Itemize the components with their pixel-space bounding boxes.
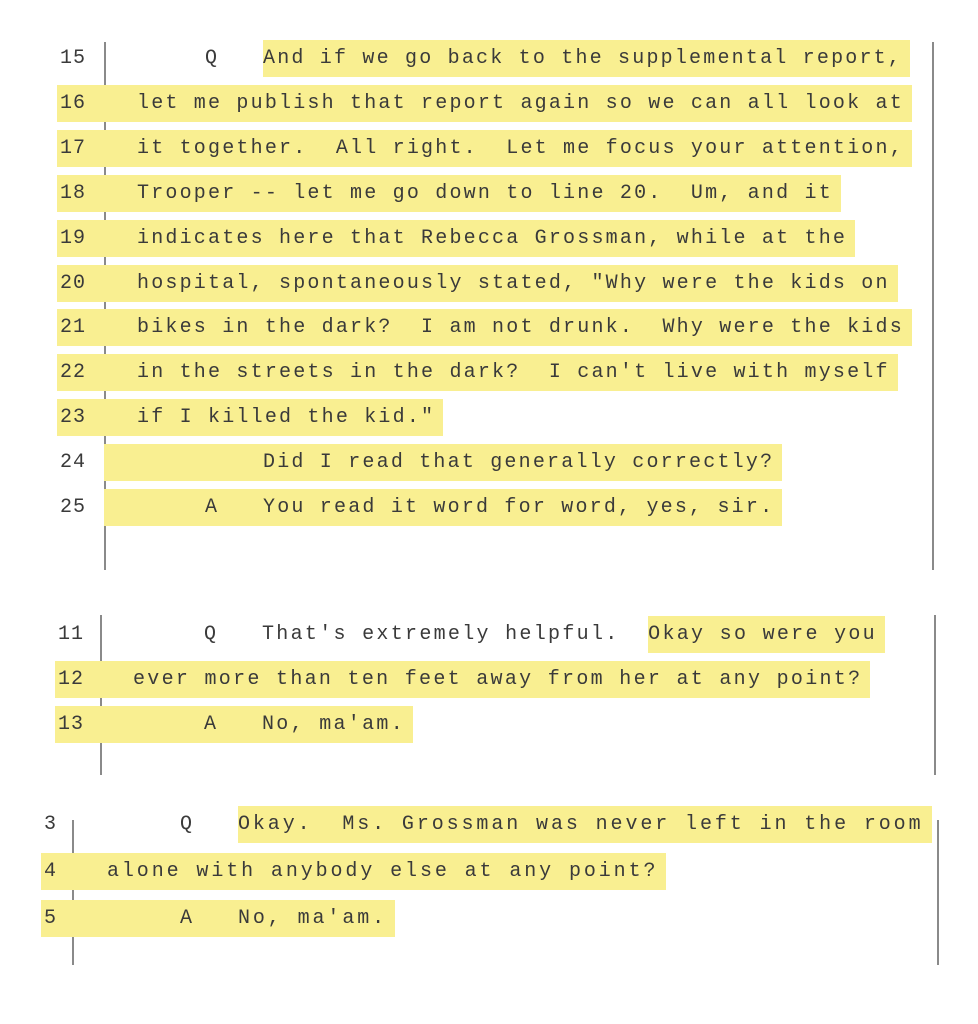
transcript-line: 13 A No, ma'am. — [55, 706, 414, 743]
line-content: indicates here that Rebecca Grossman, wh… — [104, 220, 855, 257]
question-marker: Q — [180, 813, 195, 836]
line-number: 16 — [60, 91, 87, 115]
question-marker: Q — [204, 623, 219, 646]
line-text: No, ma'am. — [262, 713, 406, 736]
unhighlighted-text: That's extremely helpful. — [262, 623, 649, 646]
line-text: bikes in the dark? I am not drunk. Why w… — [137, 316, 904, 340]
line-number: 5 — [44, 907, 58, 930]
line-number: 3 — [44, 813, 58, 836]
line-number: 23 — [60, 406, 87, 430]
line-content: in the streets in the dark? I can't live… — [104, 354, 898, 391]
line-number: 17 — [60, 136, 87, 160]
highlighted-text: Okay so were you — [648, 616, 885, 653]
line-text: indicates here that Rebecca Grossman, wh… — [137, 226, 848, 250]
line-content: A No, ma'am. — [72, 900, 395, 937]
line-content: Did I read that generally correctly? — [104, 444, 783, 482]
line-content: it together. All right. Let me focus you… — [104, 130, 912, 167]
answer-marker: A — [204, 713, 219, 736]
line-number: 13 — [58, 713, 85, 736]
line-number: 25 — [60, 496, 87, 519]
question-marker: Q — [205, 47, 220, 70]
line-number: 20 — [60, 271, 87, 295]
line-content: hospital, spontaneously stated, "Why wer… — [104, 265, 898, 302]
transcript-line: 22 in the streets in the dark? I can't li… — [57, 354, 898, 392]
line-number: 12 — [58, 668, 85, 691]
line-number-margin-rule — [104, 42, 106, 570]
line-content: Q That's extremely helpful. Okay so were … — [100, 616, 885, 653]
transcript-line: 21 bikes in the dark? I am not drunk. Why… — [57, 309, 912, 347]
line-content: A You read it word for word, yes, sir. — [104, 489, 783, 526]
answer-marker: A — [205, 496, 220, 519]
line-number: 19 — [60, 226, 87, 250]
right-margin-rule — [932, 42, 934, 570]
line-content: Q Okay. Ms. Grossman was never left in th… — [72, 806, 932, 843]
line-content: Q And if we go back to the supplemental r… — [104, 40, 911, 77]
line-number: 24 — [60, 451, 87, 475]
line-content: Trooper -- let me go down to line 20. Um… — [104, 175, 841, 212]
line-text: it together. All right. Let me focus you… — [137, 136, 904, 160]
transcript-line: 5 A No, ma'am. — [41, 900, 396, 937]
line-content: let me publish that report again so we c… — [104, 85, 912, 122]
transcript-line: 12 ever more than ten feet away from her … — [55, 661, 871, 698]
line-content: A No, ma'am. — [100, 706, 413, 743]
transcript-line: 15 Q And if we go back to the supplemental… — [57, 40, 911, 77]
right-margin-rule — [937, 820, 939, 965]
line-text: let me publish that report again so we c… — [137, 91, 904, 115]
line-number: 4 — [44, 860, 58, 883]
line-content: if I killed the kid." — [104, 399, 443, 436]
line-text: You read it word for word, yes, sir. — [263, 496, 775, 519]
line-number: 22 — [60, 361, 87, 385]
line-text: hospital, spontaneously stated, "Why wer… — [137, 271, 890, 295]
transcript-line: 24 Did I read that generally correctly? — [57, 444, 783, 482]
line-content: alone with anybody else at any point? — [72, 853, 666, 890]
right-margin-rule — [934, 615, 936, 775]
transcript-line: 20 hospital, spontaneously stated, "Why w… — [57, 264, 898, 302]
line-text: alone with anybody else at any point? — [107, 860, 659, 883]
line-number: 11 — [58, 623, 85, 646]
transcript-line: 4 alone with anybody else at any point? — [41, 853, 667, 890]
transcript-line: 17 it together. All right. Let me focus y… — [57, 129, 912, 167]
line-text: in the streets in the dark? I can't live… — [137, 361, 890, 385]
line-number: 21 — [60, 316, 87, 340]
transcript-line: 16 let me publish that report again so we… — [57, 84, 912, 122]
transcript-line: 18 Trooper -- let me go down to line 20. … — [57, 174, 841, 212]
line-number: 15 — [60, 47, 87, 70]
line-content: ever more than ten feet away from her at… — [100, 661, 870, 698]
transcript-line: 19 indicates here that Rebecca Grossman, … — [57, 219, 856, 257]
highlighted-text: And if we go back to the supplemental re… — [263, 40, 911, 77]
highlighted-text: Okay. Ms. Grossman was never left in the… — [238, 806, 932, 843]
transcript-line: 23 if I killed the kid." — [57, 399, 444, 437]
indent — [205, 451, 263, 474]
line-content: bikes in the dark? I am not drunk. Why w… — [104, 309, 912, 346]
line-text: ever more than ten feet away from her at… — [133, 668, 863, 691]
transcript-line: 25 A You read it word for word, yes, sir. — [57, 489, 783, 526]
transcript-line: 3 Q Okay. Ms. Grossman was never left in t… — [41, 806, 932, 843]
line-text: Did I read that generally correctly? — [263, 451, 775, 475]
line-number-margin-rule — [72, 820, 74, 965]
transcript-line: 11 Q That's extremely helpful. Okay so wer… — [55, 616, 885, 653]
line-text: No, ma'am. — [238, 907, 388, 930]
line-text: if I killed the kid." — [137, 406, 436, 430]
line-number: 18 — [60, 181, 87, 205]
line-text: Trooper -- let me go down to line 20. Um… — [137, 181, 833, 205]
answer-marker: A — [180, 907, 195, 930]
